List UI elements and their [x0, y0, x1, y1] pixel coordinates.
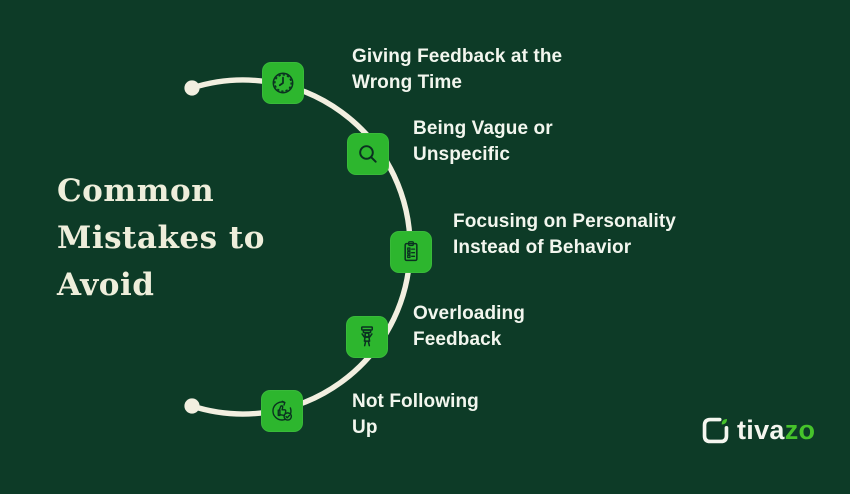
mistake-label-2: Being Vague or Unspecific [413, 118, 553, 165]
page-title: Common Mistakes to Avoid [57, 173, 265, 303]
clock-icon [262, 62, 304, 104]
mistake-label-4: Overloading Feedback [413, 303, 525, 350]
thumbs-up-refresh-icon [261, 390, 303, 432]
tivazo-logo-mark [702, 417, 729, 444]
arc-end-dot [184, 398, 200, 414]
tivazo-logo-text: tivazo [737, 415, 815, 446]
tivazo-logo: tivazo [700, 415, 815, 446]
arc-start-dot [184, 80, 200, 96]
leaf-icon [721, 418, 728, 425]
mistake-label-1: Giving Feedback at the Wrong Time [352, 46, 563, 93]
logo-text-green: zo [784, 415, 816, 445]
mistake-label-5: Not Following Up [352, 391, 479, 438]
overloaded-person-icon [346, 316, 388, 358]
mistake-label-3: Focusing on Personality Instead of Behav… [453, 211, 676, 258]
magnifier-icon [347, 133, 389, 175]
checklist-icon [390, 231, 432, 273]
logo-text-white: tiva [737, 415, 785, 445]
